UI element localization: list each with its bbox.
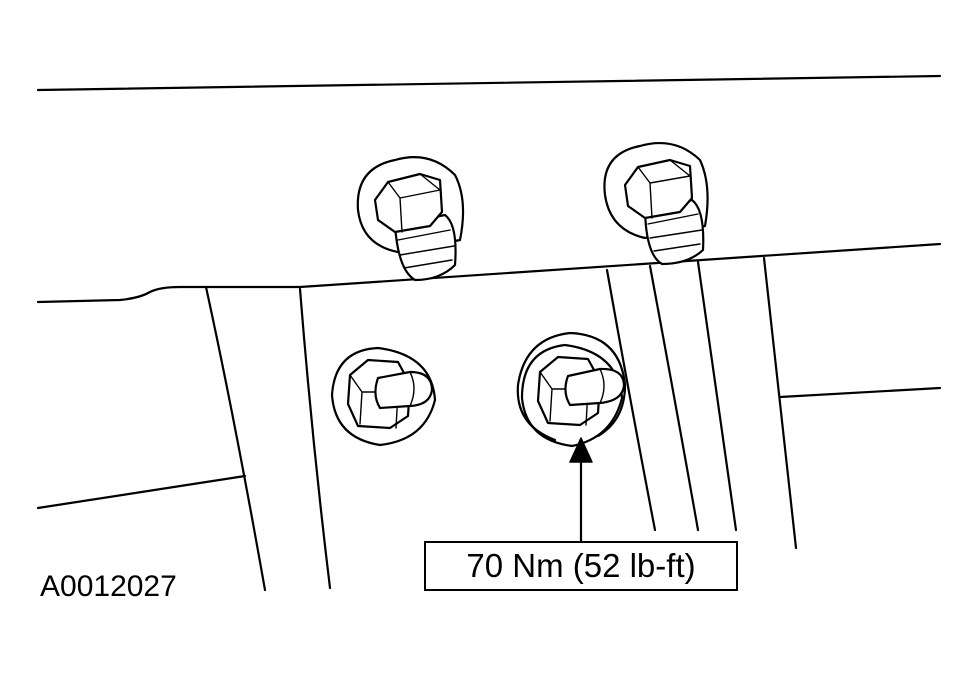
hex-bolt-icon <box>516 331 627 448</box>
torque-spec-label: 70 Nm (52 lb-ft) <box>424 541 738 591</box>
arrow-up-icon <box>569 437 593 543</box>
hex-bolt-icon <box>330 346 437 447</box>
crossmember-upper-edge <box>36 242 942 304</box>
bracket-inner-left-edge <box>298 287 332 590</box>
frame-lower-left-edge <box>36 474 247 510</box>
bracket-rib-2 <box>648 264 700 532</box>
bracket-left-edge <box>204 285 267 592</box>
hex-bolt-icon <box>603 142 709 266</box>
bracket-rib-1 <box>605 268 657 532</box>
bracket-rib-3 <box>696 260 738 532</box>
figure-id-label: A0012027 <box>40 570 177 603</box>
frame-lower-right-edge <box>778 386 942 399</box>
frame-rail-top-edge <box>36 74 942 92</box>
hex-bolt-icon <box>356 156 465 282</box>
bracket-right-edge <box>762 256 798 550</box>
